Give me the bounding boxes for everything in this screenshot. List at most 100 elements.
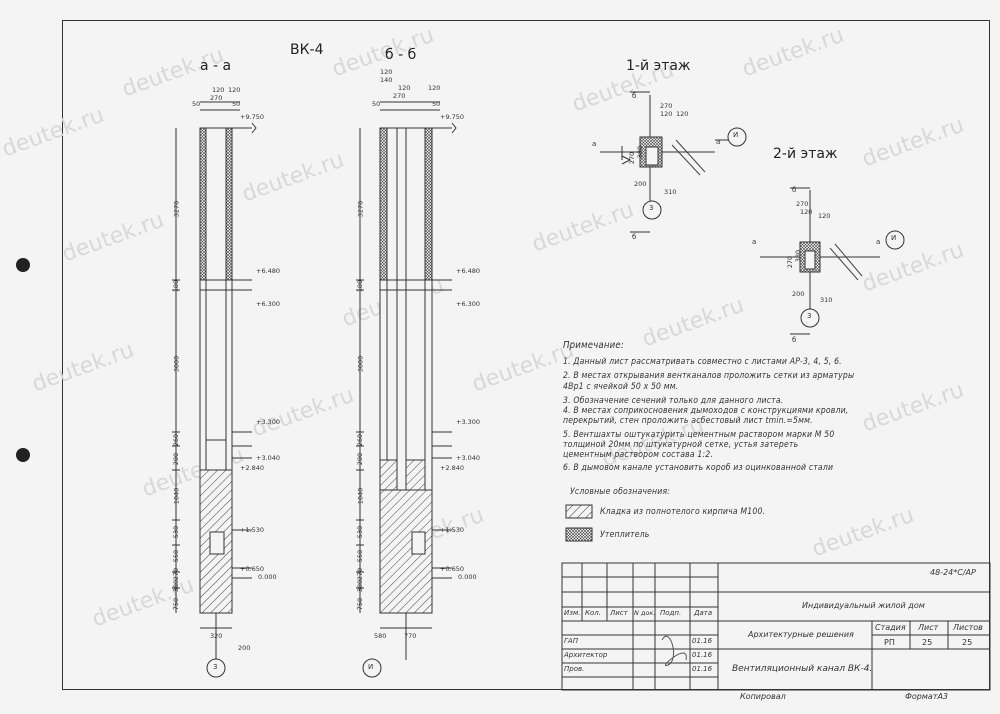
dimension: 140 [380, 76, 393, 84]
note-line: 3. Обозначение сечений только для данног… [563, 396, 784, 406]
dimension: 120 [676, 110, 689, 118]
dimension: 120 [398, 84, 411, 92]
note-line: толщиной 20мм по штукатурной сетке, усть… [563, 440, 799, 450]
col-header: Лист [610, 609, 628, 617]
elevation-mark: +6.300 [256, 300, 281, 308]
col-header: Кол. [585, 609, 601, 617]
elevation-mark: +3.040 [256, 454, 281, 462]
axis-marker: 3 [807, 312, 812, 320]
drawing-frame [62, 20, 990, 690]
dimension: 270 [172, 567, 181, 581]
dimension: 380 [172, 579, 181, 593]
dimension: 50 [192, 100, 201, 108]
dimension: 260 [356, 433, 365, 447]
elevation-mark: +0.650 [240, 565, 265, 573]
dimension: 120 [660, 110, 673, 118]
elevation-mark: +0.650 [440, 565, 465, 573]
cut-label: а [876, 238, 881, 246]
note-line: 5. Вентшахты оштукатурить цементным раст… [563, 430, 835, 440]
cut-label: а [716, 138, 721, 146]
role-label: ГАП [564, 637, 578, 645]
dimension: 3270 [356, 200, 365, 218]
dimension: 50 [372, 100, 381, 108]
format-label: ФорматА3 [905, 692, 949, 701]
note-line: 1. Данный лист рассматривать совместно с… [563, 357, 842, 367]
axis-marker: 3 [213, 663, 218, 671]
dimension: 270 [210, 94, 223, 102]
note-line: 4Вр1 с ячейкой 50 х 50 мм. [563, 382, 679, 392]
elevation-mark: +9.750 [440, 113, 465, 121]
section-bb-title: б - б [385, 47, 417, 63]
dimension: 770 [404, 632, 417, 640]
dimension: 120 [212, 86, 225, 94]
punch-hole [16, 258, 30, 272]
date-value: 01.16 [692, 665, 713, 673]
dimension: 50 [232, 100, 241, 108]
axis-marker: 3 [649, 204, 654, 212]
dimension: 750 [356, 597, 365, 611]
date-value: 01.16 [692, 637, 713, 645]
elevation-mark: +6.480 [256, 267, 281, 275]
duct-label: ВК-4 [290, 42, 324, 58]
section-aa-title: а - а [200, 58, 232, 74]
note-line: 4. В местах соприкосновения дымоходов с … [563, 406, 849, 416]
elevation-mark: +1.530 [440, 526, 465, 534]
role-label: Архитектор [564, 651, 608, 659]
plan2-title: 2-й этаж [773, 146, 838, 162]
dimension: 200 [634, 180, 647, 188]
col-header: Изм. [564, 609, 581, 617]
dimension: 270 [660, 102, 673, 110]
dimension: 180 [356, 279, 365, 293]
dimension: 380 [636, 145, 645, 159]
elevation-mark: +3.300 [256, 418, 281, 426]
dimension: 120 [428, 84, 441, 92]
elevation-mark: +6.480 [456, 267, 481, 275]
dimension: 270 [393, 92, 406, 100]
dimension: 200 [238, 644, 251, 652]
sheet-number: 25 [922, 638, 933, 647]
sheets-label: Листов [953, 623, 983, 632]
elevation-mark: 0.000 [458, 573, 477, 581]
dimension: 380 [356, 579, 365, 593]
dimension: 120 [380, 68, 393, 76]
dimension: 120 [800, 208, 813, 216]
note-line: 6. В дымовом канале установить короб из … [563, 463, 834, 473]
notes-heading: Примечание: [563, 340, 624, 351]
dimension: 270 [796, 200, 809, 208]
dimension: 270 [356, 567, 365, 581]
axis-marker: И [733, 131, 739, 139]
note-line: 2. В местах открывания вентканалов проло… [563, 371, 855, 381]
dimension: 550 [356, 549, 365, 563]
note-line: цементным раствором состава 1:2. [563, 450, 714, 460]
dimension: 270 [628, 151, 637, 165]
elevation-mark: +1.530 [240, 526, 265, 534]
copied-label: Копировал [740, 692, 786, 701]
cut-label: б [792, 186, 797, 194]
dimension: 320 [210, 632, 223, 640]
elevation-mark: +2.840 [440, 464, 465, 472]
dimension: 1040 [356, 487, 365, 505]
elevation-mark: 0.000 [258, 573, 277, 581]
dimension: 310 [664, 188, 677, 196]
cut-label: а [592, 140, 597, 148]
sheets-total: 25 [962, 638, 973, 647]
dimension: 3000 [172, 355, 181, 373]
sheet-name: Вентиляционный канал ВК-4. [732, 664, 873, 674]
dimension: 3000 [356, 355, 365, 373]
cut-label: б [632, 233, 637, 241]
legend-item-brick: Кладка из полнотелого кирпича М100. [600, 507, 766, 517]
project-code: 48-24*С/АР [930, 568, 976, 577]
dimension: 50 [432, 100, 441, 108]
dimension: 200 [356, 452, 365, 466]
col-header: Дата [694, 609, 713, 617]
cut-label: б [632, 92, 637, 100]
dimension: 120 [228, 86, 241, 94]
dimension: 530 [172, 525, 181, 539]
elevation-mark: +9.750 [240, 113, 265, 121]
dimension: 180 [172, 279, 181, 293]
elevation-mark: +3.300 [456, 418, 481, 426]
dimension: 380 [794, 249, 803, 263]
note-line: перекрытий, стен проложить асбестовый ли… [563, 416, 813, 426]
dimension: 120 [818, 212, 831, 220]
